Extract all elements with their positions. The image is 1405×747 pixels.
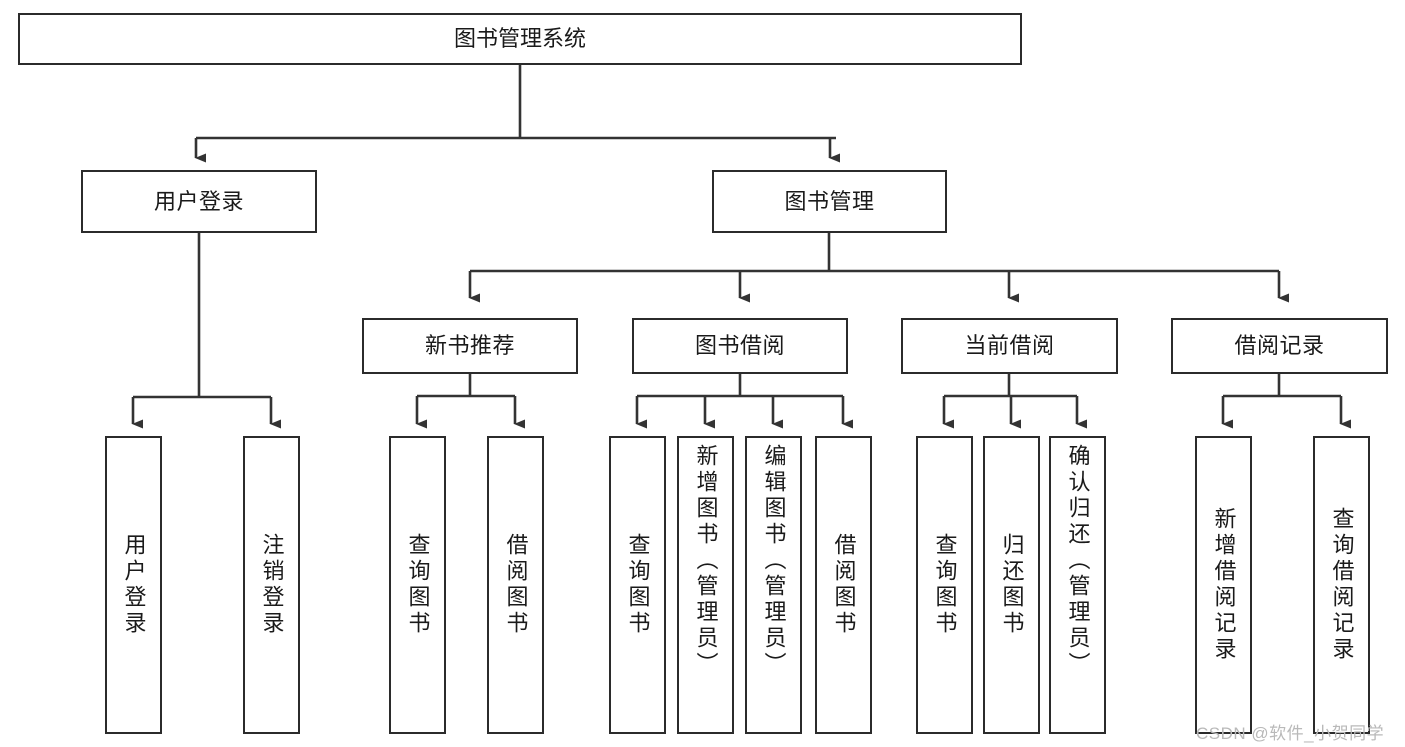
- node-book-borrow[interactable]: 图书借阅: [632, 318, 848, 374]
- node-label: 当前借阅: [964, 333, 1055, 359]
- node-label: 图书管理系统: [453, 26, 586, 52]
- leaf-add-book-admin[interactable]: 新增图书（管理员）: [677, 436, 734, 734]
- leaf-query-borrow-record[interactable]: 查询借阅记录: [1313, 436, 1370, 734]
- leaf-edit-book-admin[interactable]: 编辑图书（管理员）: [745, 436, 802, 734]
- node-label: 借阅记录: [1234, 333, 1325, 359]
- node-label: 归还图书: [999, 533, 1025, 637]
- node-label: 查询图书: [932, 533, 958, 637]
- leaf-logout[interactable]: 注销登录: [243, 436, 300, 734]
- node-label: 用户登录: [153, 188, 244, 214]
- leaf-add-borrow-record[interactable]: 新增借阅记录: [1195, 436, 1252, 734]
- leaf-borrow-book[interactable]: 借阅图书: [815, 436, 872, 734]
- leaf-query-book-borrow[interactable]: 查询图书: [609, 436, 666, 734]
- node-label: 图书管理: [784, 188, 875, 214]
- node-label: 新增借阅记录: [1211, 507, 1237, 663]
- leaf-borrow-book-new[interactable]: 借阅图书: [487, 436, 544, 734]
- node-root-system[interactable]: 图书管理系统: [18, 13, 1022, 65]
- node-new-book-recommend[interactable]: 新书推荐: [362, 318, 578, 374]
- node-label: 新书推荐: [424, 333, 515, 359]
- node-label: 借阅图书: [831, 533, 857, 637]
- node-label: 图书借阅: [694, 333, 785, 359]
- node-book-management[interactable]: 图书管理: [712, 170, 947, 233]
- node-label: 查询图书: [405, 533, 431, 637]
- watermark: CSDN @软件_小贺同学: [1196, 724, 1385, 743]
- node-label: 新增图书（管理员）: [693, 444, 719, 678]
- node-label: 编辑图书（管理员）: [761, 444, 787, 678]
- node-current-borrow[interactable]: 当前借阅: [901, 318, 1118, 374]
- node-label: 查询借阅记录: [1329, 507, 1355, 663]
- leaf-query-book-current[interactable]: 查询图书: [916, 436, 973, 734]
- leaf-query-book-new[interactable]: 查询图书: [389, 436, 446, 734]
- node-label: 用户登录: [121, 533, 147, 637]
- leaf-confirm-return-admin[interactable]: 确认归还（管理员）: [1049, 436, 1106, 734]
- leaf-return-book[interactable]: 归还图书: [983, 436, 1040, 734]
- node-label: 确认归还（管理员）: [1065, 444, 1091, 678]
- leaf-user-login[interactable]: 用户登录: [105, 436, 162, 734]
- node-user-login[interactable]: 用户登录: [81, 170, 317, 233]
- node-label: 注销登录: [259, 533, 285, 637]
- node-borrow-record[interactable]: 借阅记录: [1171, 318, 1388, 374]
- node-label: 借阅图书: [503, 533, 529, 637]
- node-label: 查询图书: [625, 533, 651, 637]
